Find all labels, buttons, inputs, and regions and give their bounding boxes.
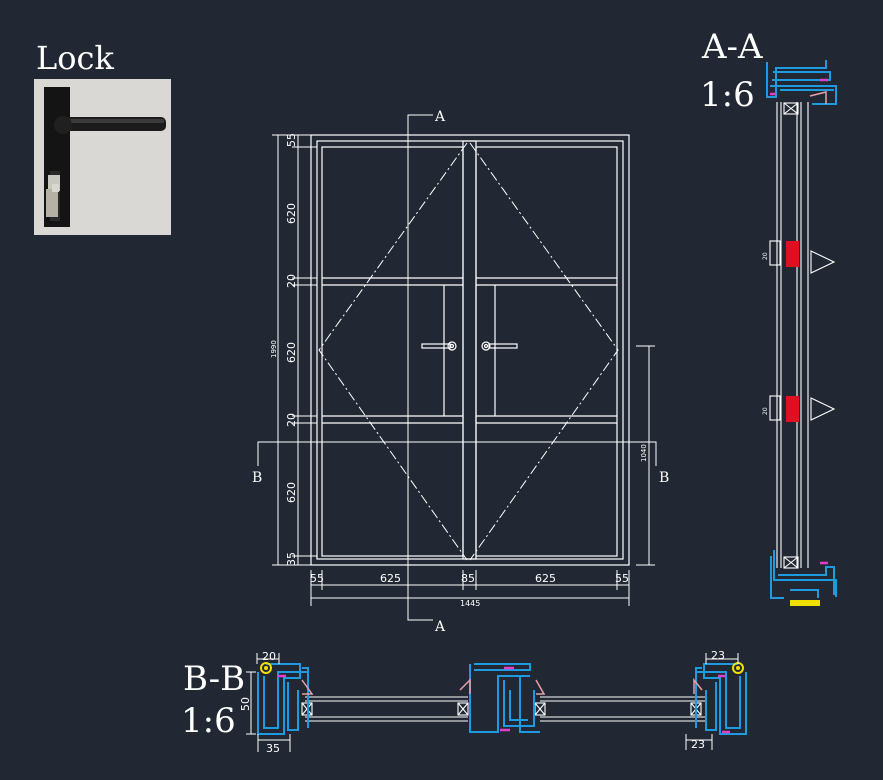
dim-left-frame: 55 <box>310 572 324 585</box>
bb-dim-right-frame: 23 <box>691 738 705 751</box>
section-bb: 20 50 35 23 23 <box>239 649 747 755</box>
lock-title: Lock <box>36 39 114 77</box>
bottom-dimensions <box>310 570 630 606</box>
center-mullion <box>462 140 477 560</box>
aa-bottom-profile <box>770 550 837 599</box>
cut-a-bottom-label: A <box>434 619 446 635</box>
dim-bottom-frame: 35 <box>285 552 298 566</box>
cut-b-left-label: B <box>252 470 262 486</box>
hinge-bottom <box>786 396 799 422</box>
dim-middle-panel: 620 <box>285 342 298 363</box>
hinge-marker-bottom <box>810 397 836 421</box>
aa-top-profile <box>766 60 837 105</box>
dim-top-panel: 620 <box>285 203 298 224</box>
door-elevation <box>310 134 630 566</box>
right-handle-rose <box>481 341 491 351</box>
aa-dim-hinge-top: 20 <box>762 252 769 260</box>
cut-a-top-label: A <box>434 109 446 125</box>
aa-threshold-brush <box>790 600 820 606</box>
left-leaf <box>321 146 464 557</box>
opening-direction-lines <box>318 142 619 561</box>
handle-height-dimension <box>636 345 655 566</box>
door-outer-frame <box>310 134 630 566</box>
dim-total-height: 1990 <box>270 340 278 358</box>
left-dimensions <box>272 134 317 566</box>
dim-top-frame: 55 <box>285 133 298 147</box>
lock-photo <box>34 79 171 235</box>
lock-handle-image <box>34 79 171 235</box>
door-handles <box>421 341 518 351</box>
dim-right-frame: 55 <box>615 572 629 585</box>
section-aa-title: A-A <box>702 27 763 67</box>
dim-total-width: 1445 <box>460 599 480 608</box>
right-handle-lever <box>488 343 518 349</box>
dim-lower-rail: 20 <box>285 413 298 427</box>
bb-dim-right-bolt: 23 <box>711 649 725 662</box>
left-dimension-labels: 55 620 20 620 20 620 35 1990 <box>270 133 298 566</box>
section-bb-title: B-B <box>183 659 246 699</box>
hinge-marker-top <box>810 250 836 274</box>
bb-right-profile <box>695 663 747 735</box>
dim-mullion: 85 <box>461 572 475 585</box>
cut-line-b <box>257 441 657 466</box>
cut-line-a <box>407 114 433 621</box>
dim-right-leaf: 625 <box>535 572 556 585</box>
section-aa-scale: 1:6 <box>700 75 755 115</box>
aa-dim-hinge-bottom: 20 <box>762 407 769 415</box>
cut-b-right-label: B <box>659 470 669 486</box>
bb-left-profile <box>257 663 309 735</box>
left-handle-rose <box>447 341 457 351</box>
dim-bottom-panel: 620 <box>285 482 298 503</box>
bb-dim-left-frame: 35 <box>266 742 280 755</box>
bb-dim-depth: 50 <box>239 697 252 711</box>
dim-upper-rail: 20 <box>285 274 298 288</box>
bb-center-profile <box>469 663 540 733</box>
bb-dim-left-bolt: 20 <box>262 650 276 663</box>
right-leaf <box>475 146 618 557</box>
left-handle-lever <box>421 343 451 349</box>
dim-left-leaf: 625 <box>380 572 401 585</box>
bottom-dimension-labels: 55 625 85 625 55 1445 <box>310 572 629 608</box>
section-aa: 20 20 <box>762 60 837 606</box>
section-bb-scale: 1:6 <box>181 701 236 741</box>
hinge-top <box>786 241 799 267</box>
dim-handle-height: 1040 <box>640 444 648 462</box>
